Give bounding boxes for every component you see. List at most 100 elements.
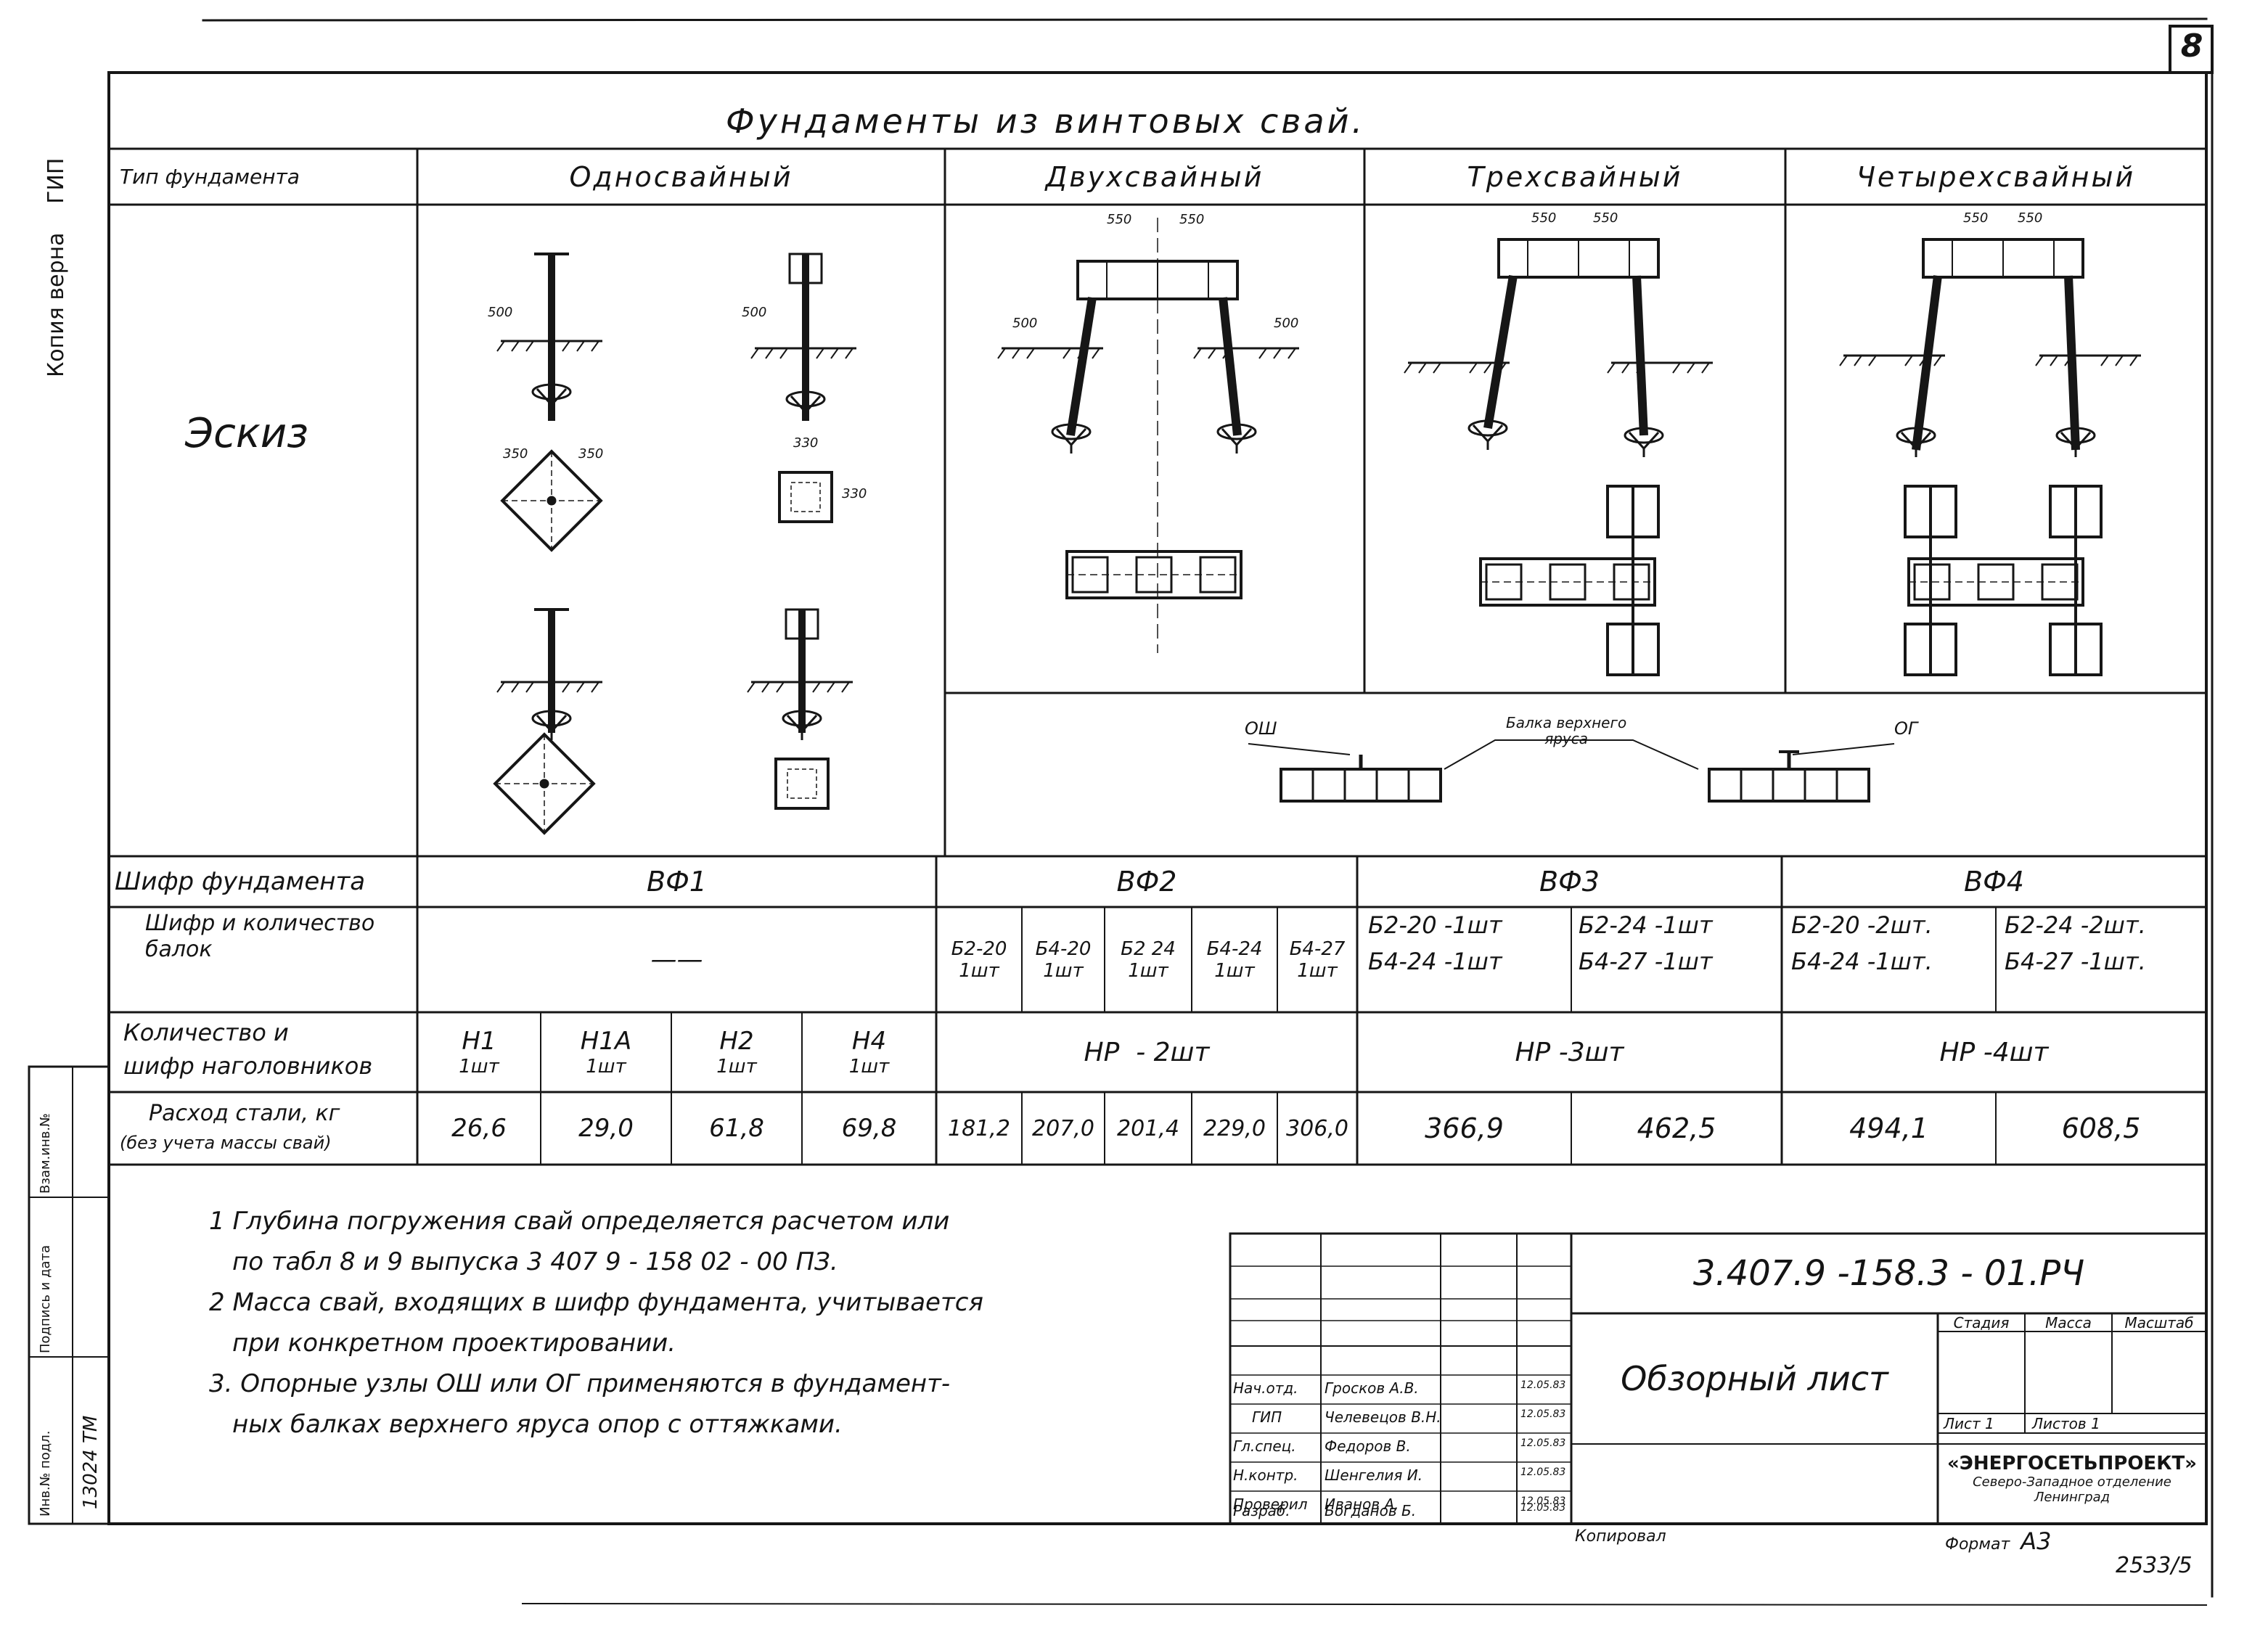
cap-code: Н1А: [580, 1027, 632, 1056]
note-line-6: ных балках верхнего яруса опор с оттяжка…: [232, 1410, 843, 1439]
copy-note-role: ГИП: [44, 157, 69, 204]
signer-date: 12.05.83: [1520, 1379, 1566, 1391]
cap-qty: 1шт: [586, 1056, 626, 1078]
osh-label: ОШ: [1245, 718, 1277, 739]
steel-vf2-5: 306,0: [1286, 1115, 1348, 1141]
type-header-label: Тип фундамента: [120, 165, 300, 189]
format-caption: Формат: [1945, 1535, 2010, 1554]
beams-single: ——: [650, 945, 703, 974]
beam-vf4-1: Б2-20 -2шт.Б4-24 -1шт.: [1791, 907, 1996, 1012]
caps-label-1: Количество и: [123, 1019, 289, 1046]
beam-code: Б2 24: [1121, 937, 1176, 960]
mass-label: Масса: [2045, 1313, 2092, 1331]
steel-vf2-3: 201,4: [1117, 1115, 1179, 1141]
steel-vf1-4: 69,8: [841, 1114, 897, 1143]
codes-label: Шифр фундамента: [115, 867, 366, 896]
org-block: «ЭНЕРГОСЕТЬПРОЕКТ» Северо-Западное отдел…: [1938, 1433, 2206, 1524]
note-line-5: 3. Опорные узлы ОШ или ОГ применяются в …: [209, 1369, 951, 1398]
dim-550-e: 550: [1963, 210, 1989, 226]
signer-role: Разраб.: [1233, 1502, 1290, 1519]
steel-vf1-2: 29,0: [578, 1114, 634, 1143]
note-line-2: по табл 8 и 9 выпуска 3 407 9 - 158 02 -…: [232, 1247, 838, 1276]
steel-vf3-2: 462,5: [1637, 1112, 1716, 1144]
signer-role: Проверил: [1233, 1495, 1308, 1513]
copy-note-text: Копия верна: [44, 232, 69, 377]
signer-date: 12.05.83: [1520, 1408, 1566, 1420]
cap-code: Н1: [462, 1027, 496, 1056]
steel-vf3-1: 366,9: [1425, 1112, 1504, 1144]
signer-name: Иванов А.: [1325, 1495, 1399, 1513]
doc-name: Обзорный лист: [1621, 1359, 1888, 1398]
beam-line: Б2-24 -2шт.: [2005, 911, 2146, 939]
steel-vf2-2: 207,0: [1032, 1115, 1094, 1141]
sheet-title: Фундаменты из винтовых свай.: [726, 102, 1366, 141]
sheet-label: Лист 1: [1944, 1414, 1994, 1432]
sketch-label: Эскиз: [185, 410, 308, 457]
steel-vf2-1: 181,2: [948, 1115, 1010, 1141]
format-value: А3: [2021, 1527, 2052, 1555]
beam-code: Б2-20: [951, 937, 1007, 960]
note-line-1: 1 Глубина погружения свай определяется р…: [209, 1207, 950, 1236]
archive-mark: 2533/5: [2116, 1553, 2193, 1578]
signer-role: ГИП: [1252, 1408, 1282, 1426]
beam-code: Б4-20: [1035, 937, 1092, 960]
code-vf3: ВФ3: [1539, 866, 1600, 898]
dim-500-c: 500: [1012, 316, 1038, 331]
beam-line: Б4-27 -1шт: [1579, 948, 1713, 975]
format-label: Формат А3: [1945, 1527, 2052, 1555]
signer-role: Нач.отд.: [1233, 1379, 1298, 1397]
cap-code: Н4: [851, 1027, 887, 1056]
og-label: ОГ: [1894, 718, 1918, 739]
dim-500-b: 500: [742, 305, 767, 320]
beam-line: Б2-24 -1шт: [1579, 911, 1713, 939]
beams-label: Шифр и количество балок: [145, 911, 375, 962]
dim-330-a: 330: [793, 435, 819, 451]
beam-line: Б4-24 -1шт: [1368, 948, 1502, 975]
steel-vf1-1: 26,6: [451, 1114, 507, 1143]
copy-note: Копия верна ГИП: [44, 158, 69, 377]
beam-vf4-2: Б2-24 -2шт.Б4-27 -1шт.: [2005, 907, 2206, 1012]
steel-vf4-1: 494,1: [1849, 1112, 1928, 1144]
signer-date: 12.05.83: [1520, 1495, 1566, 1507]
strip-label-inv: Инв.№ подл.: [38, 1430, 53, 1517]
code-vf2: ВФ2: [1116, 866, 1177, 898]
signer-date: 12.05.83: [1520, 1437, 1566, 1449]
beam-caption: Балка верхнего яруса: [1506, 715, 1626, 747]
caps-vf4: НР -4шт: [1939, 1037, 2049, 1067]
dim-330-b: 330: [842, 486, 867, 501]
signer-name: Шенгелия И.: [1325, 1466, 1423, 1484]
dim-550-a: 550: [1107, 212, 1132, 227]
code-vf4: ВФ4: [1964, 866, 2024, 898]
cap-qty: 1шт: [459, 1056, 499, 1078]
note-line-3: 2 Масса свай, входящих в шифр фундамента…: [209, 1288, 983, 1317]
cap-qty: 1шт: [716, 1056, 757, 1078]
type-triple: Трехсвайный: [1467, 160, 1683, 193]
org-sub-1: Северо-Западное отделение: [1973, 1474, 2171, 1490]
signer-name: Гросков А.В.: [1325, 1379, 1419, 1397]
caps-label-2: шифр наголовников: [123, 1052, 373, 1080]
signer-role: Н.контр.: [1233, 1466, 1298, 1484]
steel-vf2-4: 229,0: [1203, 1115, 1266, 1141]
org-name: «ЭНЕРГОСЕТЬПРОЕКТ»: [1947, 1452, 2197, 1474]
beam-qty: 1шт: [1043, 959, 1084, 982]
notes: 1 Глубина погружения свай определяется р…: [196, 1201, 983, 1445]
beam-line: Б4-24 -1шт.: [1791, 948, 1933, 975]
sheets-label: Листов 1: [2032, 1414, 2100, 1432]
signer-name: Челевецов В.Н.: [1325, 1408, 1441, 1426]
beam-code: Б4-24: [1206, 937, 1263, 960]
type-double: Двухсвайный: [1045, 160, 1264, 193]
signer-date: 12.05.83: [1520, 1502, 1566, 1514]
doc-code: 3.407.9 -158.3 - 01.РЧ: [1692, 1253, 2085, 1294]
dim-350-b: 350: [578, 446, 604, 461]
steel-label-2: (без учета массы свай): [120, 1133, 332, 1153]
dim-550-f: 550: [2018, 210, 2043, 226]
copied-label: Копировал: [1575, 1527, 1666, 1546]
beam-qty: 1шт: [1214, 959, 1255, 982]
type-single: Односвайный: [569, 160, 793, 193]
